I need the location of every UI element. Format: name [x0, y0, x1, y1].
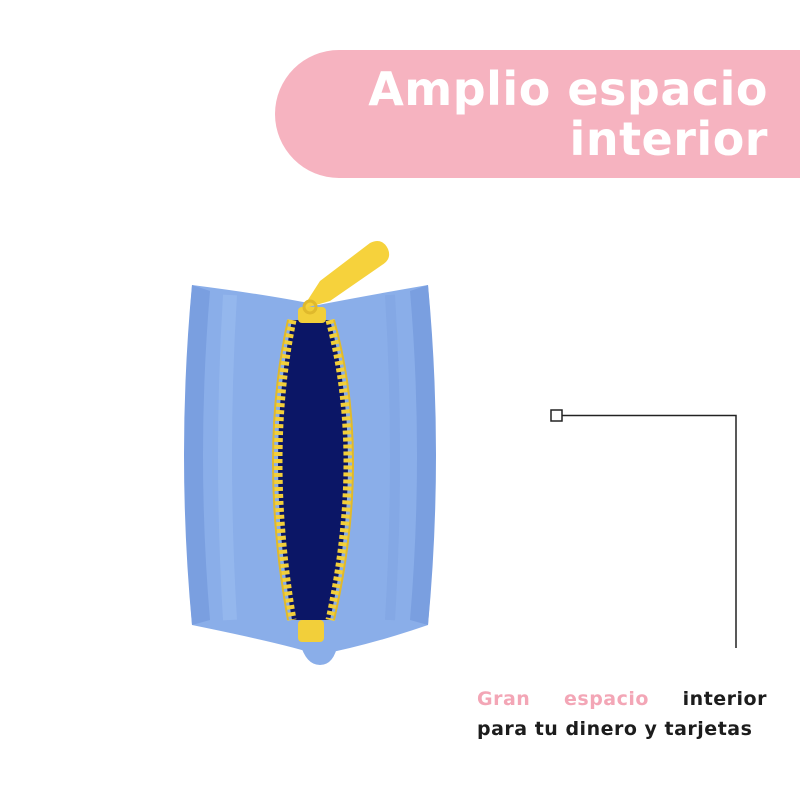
caption-line-2: para tu dinero y tarjetas	[477, 718, 753, 740]
caption-word-espacio: espacio	[564, 688, 649, 710]
pouch-right-rim	[410, 285, 436, 625]
caption-word-gran: Gran	[477, 688, 531, 710]
feature-caption: Gran espacio interior para tu dinero y t…	[477, 684, 767, 744]
pouch-left-rim	[184, 285, 210, 625]
header-title-line-2: interior	[569, 112, 768, 166]
pouch-interior	[278, 320, 348, 620]
zipper-pull-tab	[302, 241, 390, 309]
coin-pouch-image	[184, 241, 436, 665]
header-banner: Amplio espacio interior	[275, 50, 800, 178]
header-title-line-1: Amplio espacio	[368, 62, 768, 116]
caption-word-interior: interior	[682, 688, 767, 710]
callout-marker	[550, 409, 563, 422]
